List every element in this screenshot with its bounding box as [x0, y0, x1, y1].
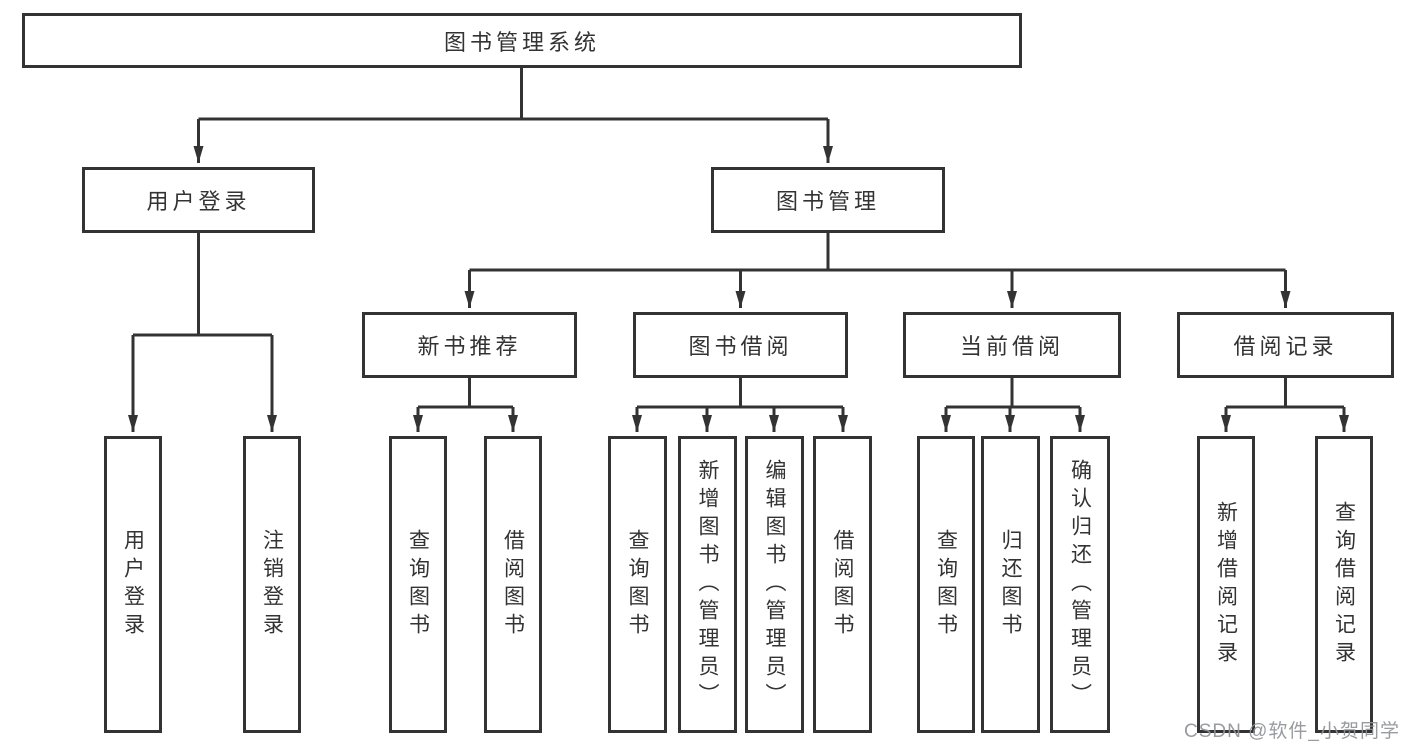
- node-borrowing-records: 借阅记录: [1177, 312, 1394, 378]
- node-leaf-query-books-borrow: 查询图书: [608, 436, 667, 733]
- node-leaf-query-books-recommend: 查询图书: [389, 436, 447, 733]
- node-library-management-system: 图书管理系统: [22, 13, 1022, 68]
- node-leaf-borrow-books-recommend: 借阅图书: [484, 436, 542, 733]
- node-leaf-return-books: 归还图书: [981, 436, 1040, 733]
- node-leaf-logout: 注销登录: [243, 436, 301, 733]
- node-user-login-branch: 用户登录: [82, 167, 315, 233]
- node-book-borrowing: 图书借阅: [633, 312, 848, 378]
- node-leaf-query-books-current: 查询图书: [917, 436, 975, 733]
- node-book-management: 图书管理: [711, 167, 945, 233]
- node-leaf-user-login: 用户登录: [104, 436, 162, 733]
- node-leaf-add-borrow-record: 新增借阅记录: [1197, 436, 1255, 733]
- node-leaf-query-borrow-record: 查询借阅记录: [1315, 436, 1373, 733]
- node-current-borrowing: 当前借阅: [903, 312, 1121, 378]
- node-leaf-add-book-admin: 新增图书（管理员）: [678, 436, 737, 733]
- csdn-watermark: CSDN @软件_小贺同学: [1184, 721, 1400, 742]
- node-leaf-edit-book-admin: 编辑图书（管理员）: [745, 436, 804, 733]
- node-new-book-recommend: 新书推荐: [362, 312, 577, 378]
- node-leaf-confirm-return-admin: 确认归还（管理员）: [1050, 436, 1110, 733]
- node-leaf-borrow-books: 借阅图书: [813, 436, 872, 733]
